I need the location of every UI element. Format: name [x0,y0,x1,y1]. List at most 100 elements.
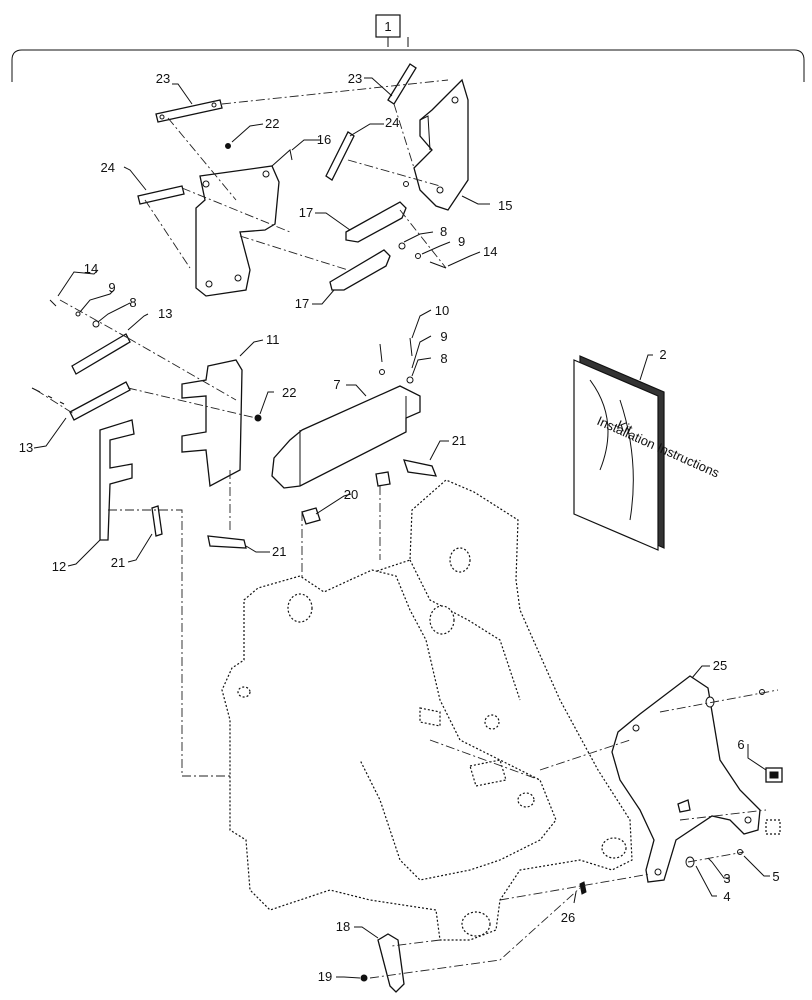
bolt-19 [360,974,368,982]
callout-20: 20 [344,487,358,502]
callout-2: 2 [659,347,666,362]
washer-9-upper [415,253,421,259]
strap-23-left [155,99,223,123]
hole [159,114,165,120]
callout-4: 4 [723,889,730,904]
callout-23-right: 23 [348,71,362,86]
callout-23-left: 23 [156,71,170,86]
frame-hole [517,792,535,808]
clip-21-lower [207,535,247,549]
strap-24-right [325,131,355,181]
callout-14-upper: 14 [483,244,497,259]
middle-parts [31,299,438,777]
clip-20-b [375,471,391,487]
leaders [33,77,770,979]
nut-22-mid [254,414,262,422]
callout-18: 18 [336,919,350,934]
callout-22-mid: 22 [282,385,296,400]
callout-25: 25 [713,658,727,673]
pivot-bottom [461,911,491,937]
guard-7 [271,385,421,489]
manual-cover [573,359,659,551]
callout-1: 1 [384,19,391,34]
callout-3: 3 [723,871,730,886]
leader-lines [33,77,770,979]
callout-26: 26 [561,910,575,925]
guard-7-edges [299,396,407,486]
plate-16-flange [271,149,293,167]
bracket-12 [99,419,135,541]
clip-on-panel [677,799,691,813]
washer-8-upper [398,242,406,250]
clip-21-mid [403,459,438,477]
plate-16 [195,165,280,297]
upper-alignment-lines [144,79,449,271]
nut-22-upper [225,143,231,149]
washer-9-mid [379,369,385,375]
washer-8-mid [406,376,414,384]
washer-8-left [92,320,100,328]
callout-12: 12 [52,559,66,574]
bracket-18 [377,933,405,993]
plate-15 [413,78,469,211]
callout-19: 19 [318,969,332,984]
loader-frame [221,479,633,941]
bracket-11 [181,359,243,488]
pivot-mid [429,605,455,635]
callout-8-mid: 8 [440,351,447,366]
callout-13-lower: 13 [19,440,33,455]
bolt-upper [759,689,765,695]
callout-17-upper: 17 [299,205,313,220]
hole [744,816,752,824]
hole [202,180,210,188]
callout-10: 10 [435,303,449,318]
pivot-right [449,547,471,573]
frame-hole [484,714,500,730]
manual-wrap-lines [589,379,634,521]
callout-9-mid: 9 [440,329,447,344]
nut-upper [403,181,409,187]
callout-24-right: 24 [385,115,399,130]
strap-23-right [387,63,417,105]
hole [654,868,662,876]
hole [211,102,217,108]
hole [262,170,270,178]
frame-inner-right [409,559,521,701]
callout-13-upper: 13 [158,306,172,321]
callout-14-left: 14 [84,261,98,276]
kit-bracket-line [11,37,805,82]
bracket-17-upper [345,201,407,243]
hole [436,186,444,194]
callout-8-upper: 8 [440,224,447,239]
callout-9-left: 9 [108,280,115,295]
frame-inner-left [349,569,557,881]
hole [234,274,242,282]
strap-24-left [137,185,185,205]
lower-right-parts [360,675,783,993]
instruction-manual: Kit Installation Instructions [573,355,722,551]
callout-6: 6 [737,737,744,752]
callout-7: 7 [333,377,340,392]
hole [205,280,213,288]
callout-labels: 23 23 22 16 24 24 15 17 17 8 9 14 14 9 8… [19,71,780,984]
washer-9-left [75,311,81,317]
callout-21-left: 21 [111,555,125,570]
callout-16: 16 [317,132,331,147]
callout-11: 11 [266,332,280,347]
hole [632,724,640,732]
bolt-14-upper [429,261,447,269]
callout-8-left: 8 [129,295,136,310]
callout-22-upper: 22 [265,116,279,131]
callout-17-lower: 17 [295,296,309,311]
frame-hole [237,686,251,698]
bolt-26 [579,881,587,895]
callout-5: 5 [772,869,779,884]
clip-20 [301,507,321,525]
bar-13-lower [69,381,131,421]
lower-alignment-lines [369,689,779,979]
pivot-left [287,593,313,623]
bolt-14-left [49,299,57,307]
bolt-10 [379,337,413,363]
